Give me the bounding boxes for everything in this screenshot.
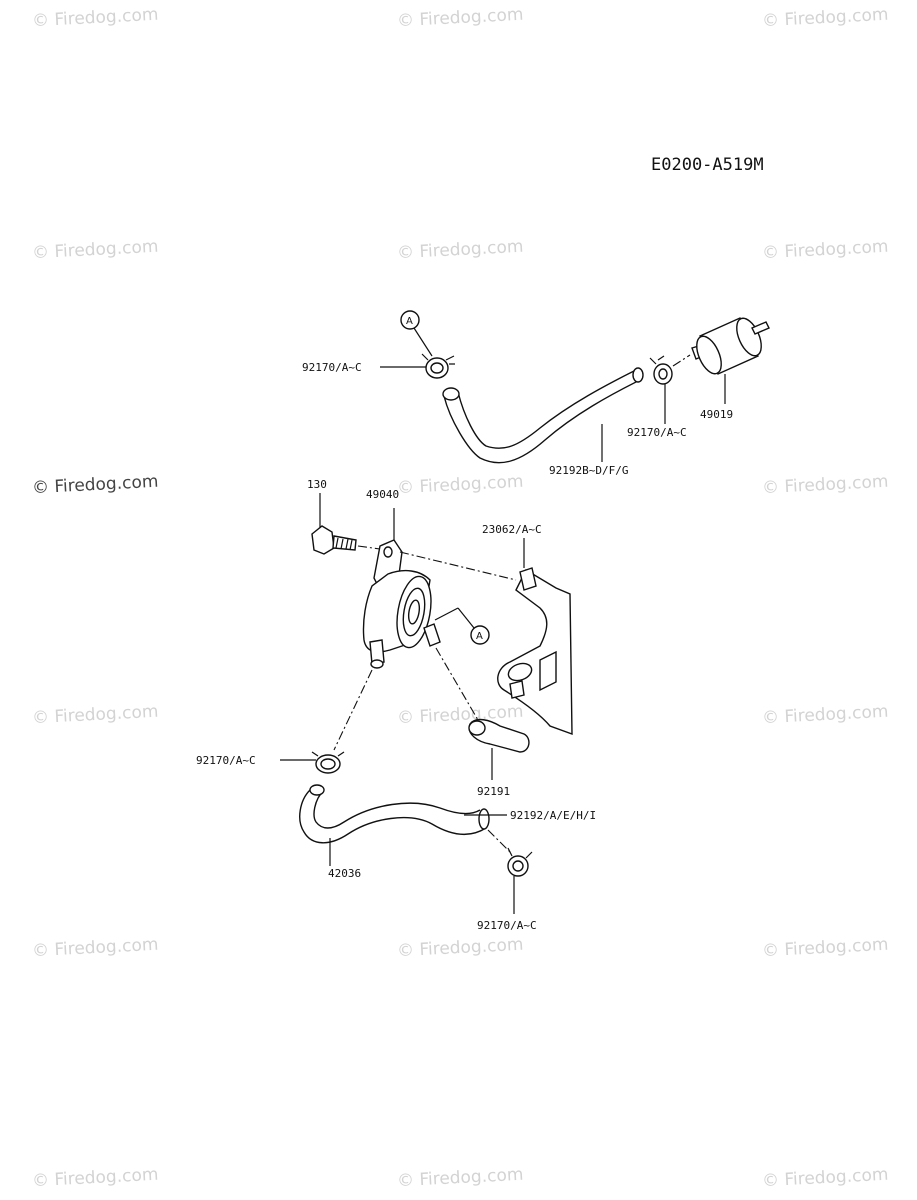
diagram-code: E0200-A519M bbox=[651, 155, 764, 175]
label-pipe: 42036 bbox=[328, 867, 361, 880]
label-hose-long: 92192/A/E/H/I bbox=[510, 809, 596, 822]
center-line bbox=[487, 829, 513, 855]
label-clamp-top-left: 92170/A~C bbox=[302, 361, 362, 374]
label-filter: 49019 bbox=[700, 408, 733, 421]
label-clamp-top-right: 92170/A~C bbox=[627, 426, 687, 439]
callout-a-top: A bbox=[400, 310, 433, 357]
clamp-bottom bbox=[507, 847, 533, 877]
bracket bbox=[497, 567, 573, 736]
clamp-top-right bbox=[649, 355, 673, 385]
label-clamp-bottom: 92170/A~C bbox=[477, 919, 537, 932]
svg-text:A: A bbox=[406, 316, 413, 327]
center-line bbox=[399, 551, 517, 581]
hose-top bbox=[442, 367, 644, 464]
pipe-long bbox=[299, 784, 490, 844]
fuel-pump bbox=[362, 539, 441, 669]
label-pump: 49040 bbox=[366, 488, 399, 501]
svg-text:A: A bbox=[476, 631, 483, 642]
label-bolt: 130 bbox=[307, 478, 327, 491]
center-line bbox=[435, 647, 479, 721]
center-line bbox=[333, 669, 373, 751]
clamp-top-left bbox=[421, 353, 455, 379]
label-hose-short: 92191 bbox=[477, 785, 510, 798]
clamp-mid-left bbox=[311, 751, 345, 774]
bolt bbox=[311, 525, 357, 555]
callout-a-mid: A bbox=[434, 607, 490, 645]
center-line bbox=[672, 354, 691, 367]
label-bracket: 23062/A~C bbox=[482, 523, 542, 536]
center-line bbox=[357, 545, 381, 550]
fuel-filter bbox=[691, 317, 770, 375]
hose-short bbox=[468, 718, 530, 753]
label-clamp-mid-left: 92170/A~C bbox=[196, 754, 256, 767]
label-hose-top: 92192B~D/F/G bbox=[549, 464, 628, 477]
